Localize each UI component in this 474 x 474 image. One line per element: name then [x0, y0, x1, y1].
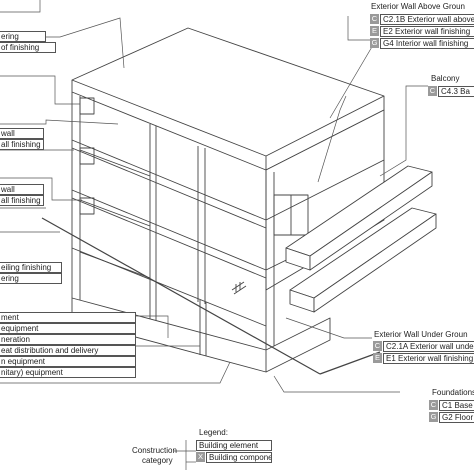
balcony-lower	[289, 207, 437, 313]
ground-line	[41, 217, 321, 375]
left-label-box: n equipment	[0, 356, 136, 367]
left-label-box: eat distribution and delivery	[0, 345, 136, 356]
component-text: C4.3 Ba	[441, 87, 470, 96]
component-row: C4.3 Ba	[438, 86, 474, 97]
left-label-box: wall	[0, 184, 44, 195]
category-code: G	[429, 412, 438, 422]
component-row: C2.1A Exterior wall unde	[383, 341, 474, 352]
component-text: C1 Base	[442, 401, 473, 410]
component-text: C2.1B Exterior wall above	[383, 15, 474, 24]
left-label-text: nitary) equipment	[1, 368, 63, 377]
left-label-box: neration	[0, 334, 136, 345]
component-row: E1 Exterior wall finishing	[383, 353, 474, 364]
left-label-box: ering	[0, 31, 46, 42]
left-label-text: equipment	[1, 324, 39, 333]
legend-code: X	[196, 452, 205, 462]
left-label-text: eat distribution and delivery	[1, 346, 99, 355]
category-code: E	[370, 26, 379, 36]
exterior-above-title: Exterior Wall Above Groun	[371, 2, 465, 11]
legend-building-component: Building component	[206, 452, 272, 463]
left-label-box: nitary) equipment	[0, 367, 136, 378]
floor-slabs	[71, 139, 385, 327]
legend-text: Building component	[209, 453, 271, 462]
left-label-box: ering	[0, 273, 62, 284]
left-label-text: ering	[1, 32, 19, 41]
left-label-text: of finishing	[1, 43, 40, 52]
component-text: G2 Floor	[442, 413, 474, 422]
component-row: E2 Exterior wall finishing	[380, 26, 474, 37]
left-label-text: neration	[1, 335, 30, 344]
left-label-text: eiling finishing	[1, 263, 52, 272]
left-label-box: all finishing	[0, 195, 44, 206]
duct-icon	[231, 281, 247, 295]
left-label-text: ment	[1, 313, 19, 322]
legend-category-label: Construction	[132, 446, 177, 455]
legend-title: Legend:	[199, 428, 228, 437]
exterior-under-title: Exterior Wall Under Groun	[374, 330, 468, 339]
left-label-text: all finishing	[1, 140, 41, 149]
left-label-box: of finishing	[0, 42, 56, 53]
left-label-box: equipment	[0, 323, 136, 334]
left-label-box: ment	[0, 312, 136, 323]
balcony-title: Balcony	[431, 74, 460, 83]
foundations-title: Foundations	[432, 388, 474, 397]
left-label-text: ering	[1, 274, 19, 283]
legend-building-element: Building element	[196, 440, 272, 451]
component-text: E1 Exterior wall finishing	[386, 354, 474, 363]
balcony-upper	[285, 165, 433, 271]
component-text: C2.1A Exterior wall unde	[386, 342, 474, 351]
component-row: C1 Base	[439, 400, 474, 411]
component-text: G4 Interior wall finishing	[383, 39, 469, 48]
category-code: G	[370, 38, 379, 48]
left-label-box: all finishing	[0, 139, 44, 150]
category-code: C	[370, 14, 379, 24]
component-row: G2 Floor	[439, 412, 474, 423]
category-code: E	[373, 353, 382, 363]
left-label-box: eiling finishing	[0, 262, 62, 273]
category-code: C	[373, 341, 382, 351]
left-label-text: all finishing	[1, 196, 41, 205]
left-label-text: n equipment	[1, 357, 46, 366]
left-label-text: wall	[1, 129, 15, 138]
component-text: E2 Exterior wall finishing	[383, 27, 471, 36]
category-code: C	[429, 400, 438, 410]
component-row: G4 Interior wall finishing	[380, 38, 474, 49]
category-code: C	[428, 86, 437, 96]
legend-category-label: category	[142, 456, 173, 465]
legend-text: Building element	[199, 441, 259, 450]
left-label-box: wall	[0, 128, 44, 139]
component-row: C2.1B Exterior wall above	[380, 14, 474, 25]
left-label-text: wall	[1, 185, 15, 194]
